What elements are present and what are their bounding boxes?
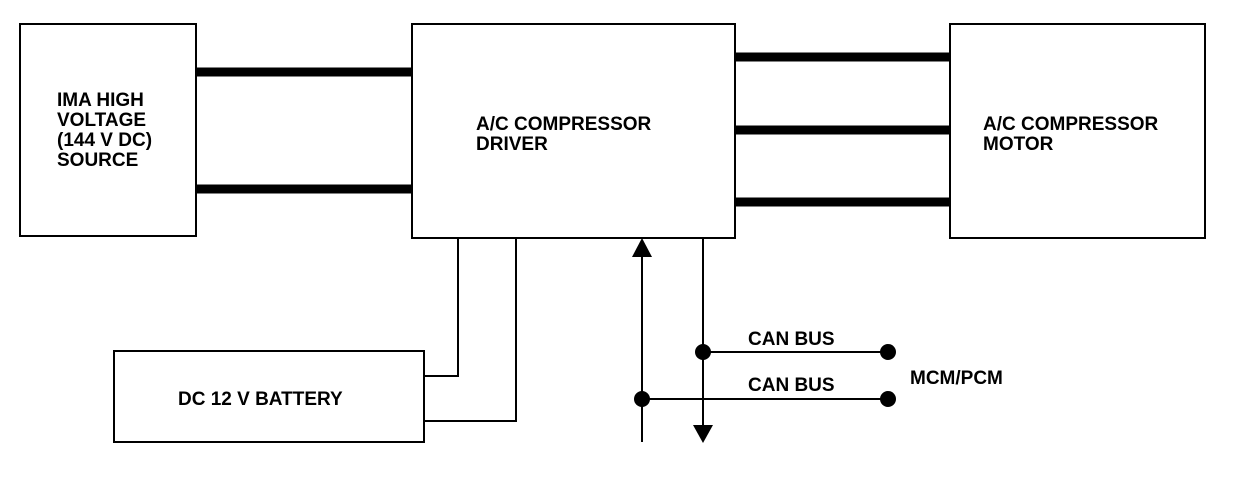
driver-label-line-2: DRIVER — [476, 134, 548, 155]
ima-high-voltage-source-block: IMA HIGH VOLTAGE (144 V DC) SOURCE — [19, 23, 197, 237]
ac-compressor-motor-box — [949, 23, 1206, 239]
ima-high-voltage-source-box — [19, 23, 197, 237]
down-arrow-icon — [693, 425, 713, 443]
source-label-line-4: SOURCE — [57, 150, 138, 171]
ac-compressor-driver-block: A/C COMPRESSOR DRIVER — [411, 23, 736, 239]
dc-12v-battery-block: DC 12 V BATTERY — [113, 350, 425, 443]
junction-dot-upper-left — [695, 344, 711, 360]
can-bus-label-lower: CAN BUS — [748, 375, 835, 396]
battery-wire-2 — [424, 238, 517, 422]
source-label-line-3: (144 V DC) — [57, 130, 152, 151]
source-label-line-1: IMA HIGH — [57, 90, 144, 111]
motor-label-line-1: A/C COMPRESSOR — [983, 114, 1159, 135]
junction-dot-upper-right — [880, 344, 896, 360]
motor-label-line-2: MOTOR — [983, 134, 1054, 155]
battery-label: DC 12 V BATTERY — [178, 389, 343, 410]
source-label-line-2: VOLTAGE — [57, 110, 146, 131]
battery-wire-1 — [424, 238, 459, 377]
driver-label-line-1: A/C COMPRESSOR — [476, 114, 652, 135]
junction-dot-lower-right — [880, 391, 896, 407]
ac-compressor-motor-block: A/C COMPRESSOR MOTOR — [949, 23, 1206, 239]
junction-dot-lower-left — [634, 391, 650, 407]
can-bus-label-upper: CAN BUS — [748, 329, 835, 350]
mcm-pcm-label: MCM/PCM — [910, 368, 1003, 389]
up-arrow-icon — [632, 238, 652, 257]
dc-12v-battery-box — [113, 350, 425, 443]
ac-compressor-driver-box — [411, 23, 736, 239]
